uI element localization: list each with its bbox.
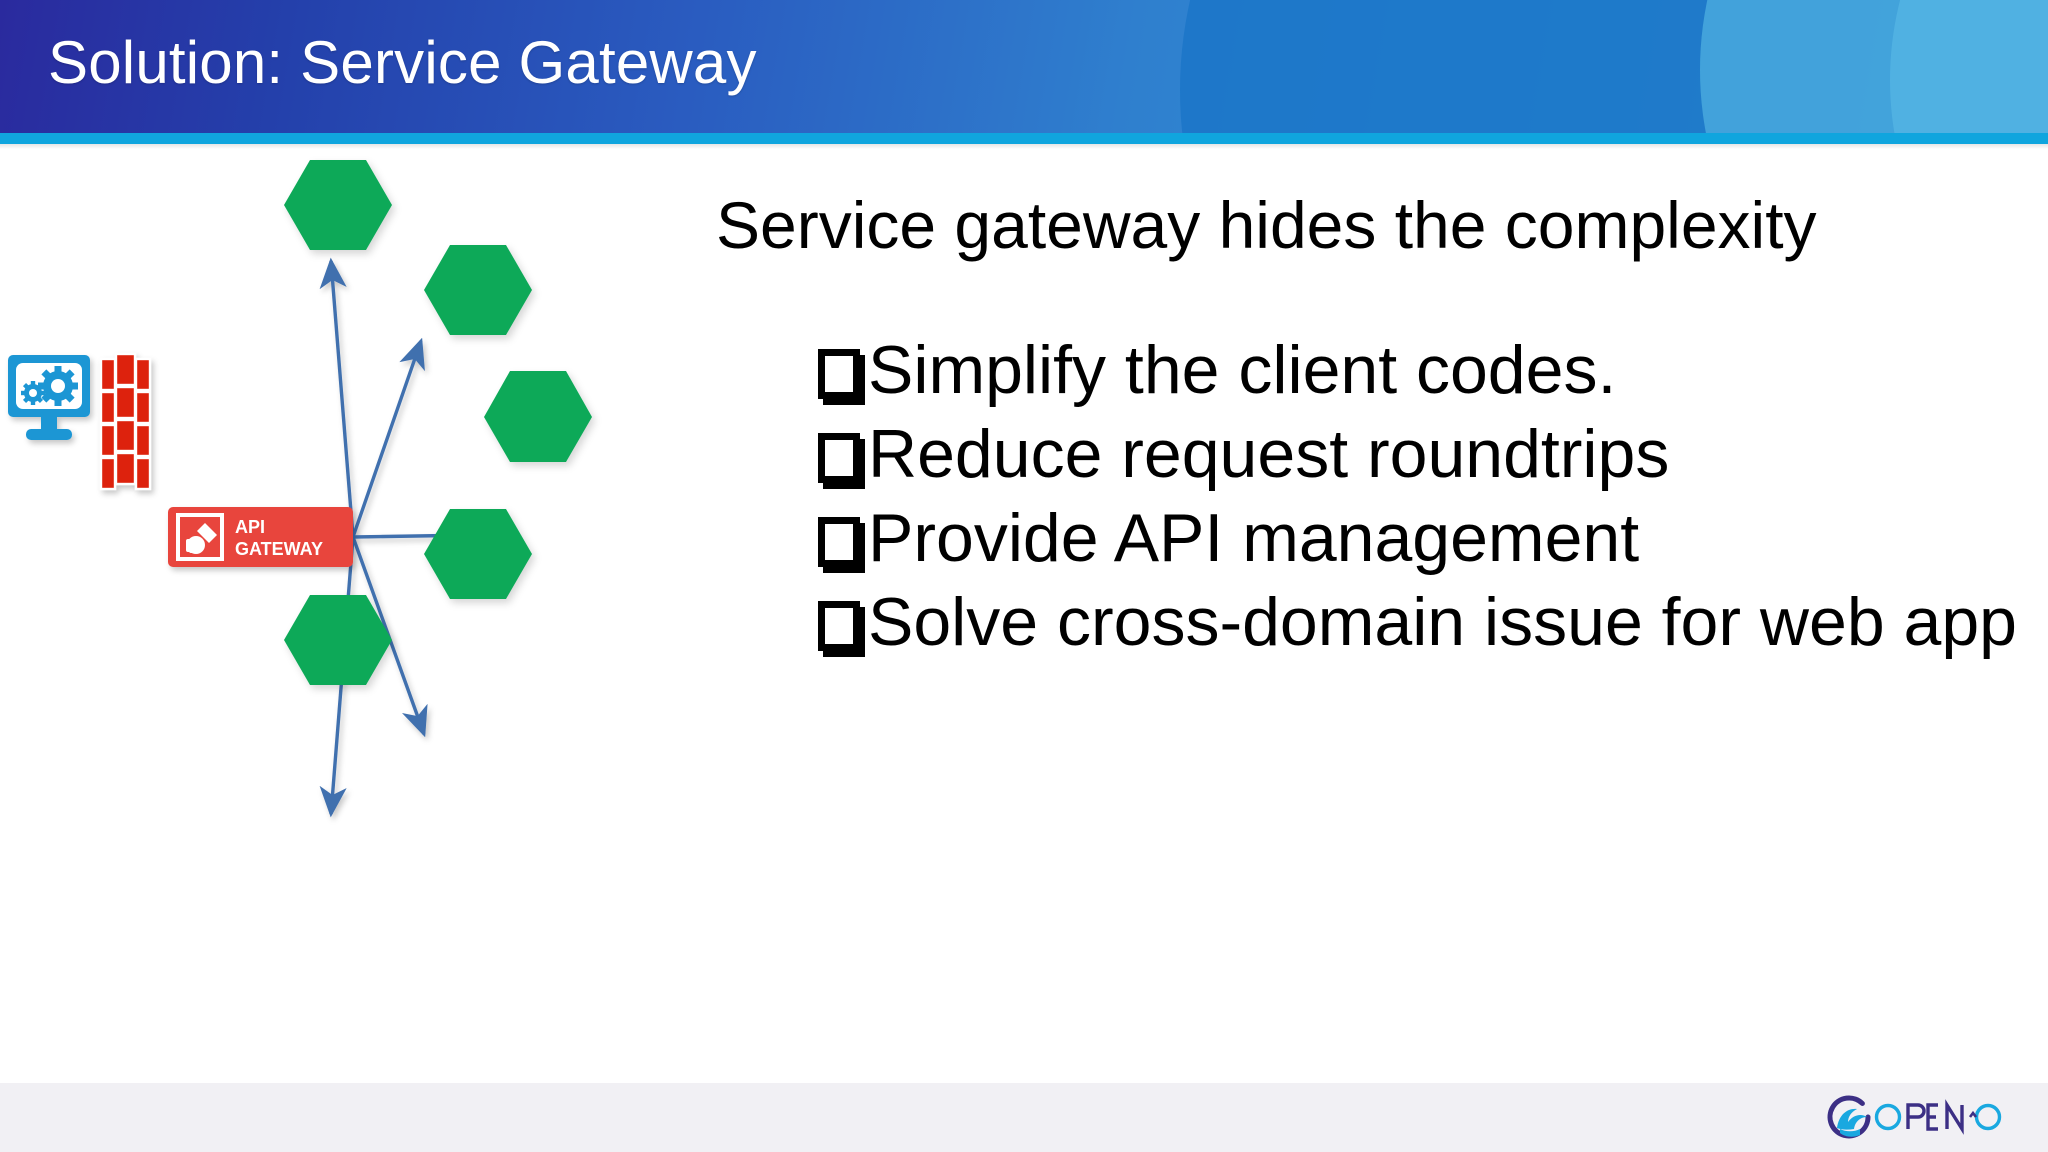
service-hexagons: [284, 160, 592, 685]
checkbox-bullet-icon: [818, 433, 865, 489]
open-o-logo: [1826, 1085, 2026, 1149]
checkbox-bullet-icon: [818, 517, 865, 573]
lead-statement: Service gateway hides the complexity: [716, 188, 1817, 262]
open-o-mark: [1827, 1095, 1871, 1139]
service-hexagon-3: [484, 371, 592, 462]
service-hexagon-1: [284, 160, 392, 250]
api-gateway-label-line2: GATEWAY: [235, 539, 323, 559]
monitor-gears-icon: [8, 355, 90, 440]
benefit-bullet-list: Simplify the client codes. Reduce reques…: [818, 328, 2048, 664]
list-item: Reduce request roundtrips: [818, 412, 2048, 496]
list-item: Solve cross-domain issue for web app: [818, 580, 2048, 664]
list-item-label: Reduce request roundtrips: [868, 416, 1670, 492]
api-plug-icon: [176, 513, 224, 561]
header-swoosh-light: [1890, 0, 2048, 133]
slide-footer: [0, 1083, 2048, 1152]
list-item-label: Simplify the client codes.: [868, 332, 1617, 408]
architecture-diagram: API GATEWAY: [0, 149, 800, 939]
api-gateway-node: API GATEWAY: [168, 507, 353, 567]
checkbox-bullet-icon: [818, 349, 865, 405]
page-title: Solution: Service Gateway: [48, 29, 757, 96]
list-item: Simplify the client codes.: [818, 328, 2048, 412]
list-item-label: Provide API management: [868, 500, 1640, 576]
service-hexagon-4: [424, 509, 532, 599]
list-item-label: Solve cross-domain issue for web app: [868, 584, 2017, 660]
service-hexagon-2: [424, 245, 532, 335]
checkbox-bullet-icon: [818, 601, 865, 657]
open-o-wordmark: [1874, 1099, 2002, 1135]
service-hexagon-5: [284, 595, 392, 685]
brick-firewall-icon: [99, 352, 152, 491]
arrow-to-service-1: [319, 257, 355, 538]
gateway-to-service-arrows: [319, 257, 484, 818]
api-gateway-label-line1: API: [235, 517, 265, 537]
header-accent-shadow: [0, 144, 2048, 149]
list-item: Provide API management: [818, 496, 2048, 580]
arrow-to-service-2: [351, 337, 425, 538]
slide-header: [0, 0, 2048, 133]
header-accent-bar: [0, 133, 2048, 144]
